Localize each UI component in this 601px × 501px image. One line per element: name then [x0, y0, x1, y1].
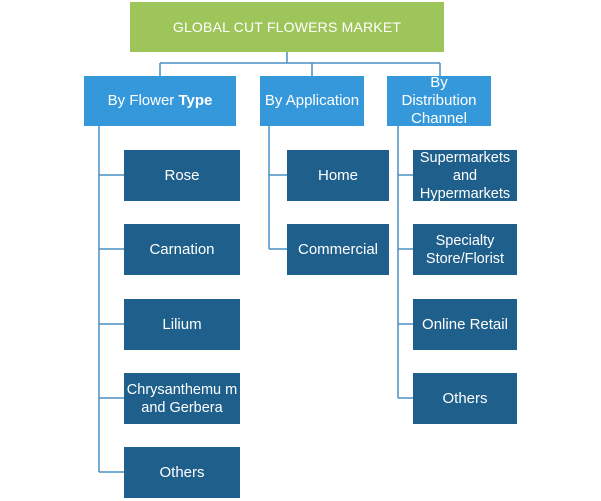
diagram-title: GLOBAL CUT FLOWERS MARKET: [130, 2, 444, 52]
item-home: Home: [287, 150, 389, 201]
category-application: By Application: [260, 76, 364, 126]
item-carnation: Carnation: [124, 224, 240, 275]
item-lilium: Lilium: [124, 299, 240, 350]
item-chrysanthemum-gerbera: Chrysanthemu m and Gerbera: [124, 373, 240, 424]
item-others-distribution: Others: [413, 373, 517, 424]
item-supermarkets-hypermarkets: Supermarkets and Hypermarkets: [413, 150, 517, 202]
category-flower-type-prefix: By Flower: [107, 92, 179, 109]
category-distribution-channel: By Distribution Channel: [387, 74, 491, 127]
item-online-retail: Online Retail: [413, 299, 517, 350]
item-specialty-store-florist: Specialty Store/Florist: [413, 224, 517, 275]
category-flower-type-bold: Type: [178, 92, 213, 109]
item-others-flower: Others: [124, 447, 240, 498]
item-commercial: Commercial: [287, 224, 389, 275]
category-flower-type: By Flower Type: [84, 76, 236, 126]
item-rose: Rose: [124, 150, 240, 201]
